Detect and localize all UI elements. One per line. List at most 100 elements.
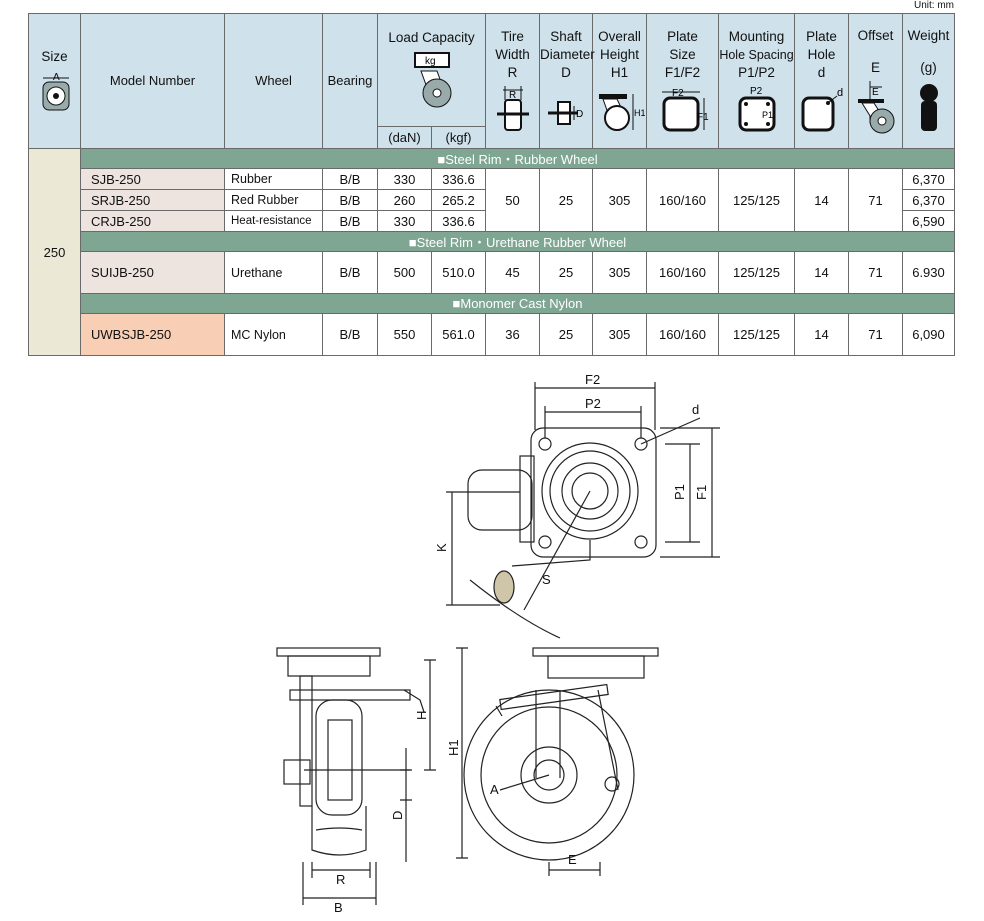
plate-size-l1: Plate bbox=[667, 29, 698, 44]
spacing-cell: 125/125 bbox=[718, 313, 795, 356]
label-r: R bbox=[336, 872, 345, 887]
section-title-steel-urethane: ■Steel Rim・Urethane Rubber Wheel bbox=[80, 231, 955, 252]
label-h: H bbox=[414, 711, 429, 720]
model-number-header: Model Number bbox=[80, 13, 225, 149]
label-h1: H1 bbox=[446, 739, 461, 756]
plate-size-l3: F1/F2 bbox=[664, 65, 701, 80]
plate-size-l2: Size bbox=[669, 47, 696, 62]
label-p2: P2 bbox=[585, 396, 601, 411]
load-capacity-header: Load Capacity kg bbox=[377, 13, 486, 127]
dan-cell: 500 bbox=[377, 251, 432, 294]
plate-hole-icon: d bbox=[801, 87, 843, 132]
kgf-cell: 336.6 bbox=[431, 210, 486, 232]
weight-cell: 6,090 bbox=[902, 313, 955, 356]
plate-size-header: Plate Size F1/F2 F2 F1 bbox=[646, 13, 719, 149]
size-value: 250 bbox=[28, 148, 81, 356]
weight-cell: 6,590 bbox=[902, 210, 955, 232]
model-cell: CRJB-250 bbox=[80, 210, 225, 232]
label-f1: F1 bbox=[694, 485, 709, 500]
hole-cell: 14 bbox=[794, 251, 849, 294]
weight-cell: 6.930 bbox=[902, 251, 955, 294]
offset-cell: 71 bbox=[848, 313, 903, 356]
offset-e-letter: E bbox=[872, 87, 879, 98]
bearing-cell: B/B bbox=[322, 251, 378, 294]
overall-height-icon: H1 bbox=[598, 94, 645, 131]
model-cell: UWBSJB-250 bbox=[80, 313, 225, 356]
dan-cell: 550 bbox=[377, 313, 432, 356]
offset-cell: 71 bbox=[848, 168, 903, 232]
mounting-l1: Mounting bbox=[728, 29, 785, 44]
shaft-cell: 25 bbox=[539, 313, 593, 356]
size-header: Size A bbox=[28, 13, 81, 149]
section-title-mc-nylon: ■Monomer Cast Nylon bbox=[80, 293, 955, 314]
kgf-cell: 265.2 bbox=[431, 189, 486, 211]
weight-cell: 6,370 bbox=[902, 189, 955, 211]
load-icon-letter: kg bbox=[425, 56, 436, 67]
shaft-cell: 25 bbox=[539, 168, 593, 232]
height-icon-letter: H1 bbox=[634, 108, 645, 118]
size-icon-letter: A bbox=[53, 72, 60, 83]
offset-icon: E bbox=[857, 81, 894, 134]
plate-f1-letter: F1 bbox=[697, 112, 709, 123]
kgf-cell: 336.6 bbox=[431, 168, 486, 190]
caster-technical-drawings: F2 P2 d P1 F1 K S H H1 D R B A E bbox=[276, 372, 720, 915]
tire-cell: 36 bbox=[485, 313, 540, 356]
kgf-cell: 510.0 bbox=[431, 251, 486, 294]
label-e: E bbox=[568, 852, 577, 867]
label-p1: P1 bbox=[672, 484, 687, 500]
hole-p2-letter: P2 bbox=[750, 86, 763, 97]
tire-width-l3: R bbox=[507, 65, 518, 80]
shaft-diameter-l1: Shaft bbox=[550, 29, 582, 44]
wheel-cell: Red Rubber bbox=[224, 189, 323, 211]
table-row: SUIJB-250 Urethane B/B 500 510.0 45 25 3… bbox=[29, 251, 955, 294]
top-view-drawing bbox=[446, 382, 720, 639]
mounting-l2: Hole Spacing bbox=[719, 48, 794, 62]
offset-l1: Offset bbox=[857, 28, 894, 43]
weight-cell: 6,370 bbox=[902, 168, 955, 190]
plate-hole-l2: Hole bbox=[807, 47, 836, 62]
offset-cell: 71 bbox=[848, 251, 903, 294]
hole-d-letter: d bbox=[837, 87, 843, 99]
bearing-header: Bearing bbox=[322, 13, 378, 149]
tire-icon-letter: R bbox=[509, 90, 516, 101]
table-row: CRJB-250 Heat-resistance B/B 330 336.6 6… bbox=[29, 210, 955, 232]
table-row: SRJB-250 Red Rubber B/B 260 265.2 6,370 bbox=[29, 189, 955, 211]
mounting-l3: P1/P2 bbox=[738, 65, 775, 80]
tire-cell: 45 bbox=[485, 251, 540, 294]
dan-cell: 330 bbox=[377, 210, 432, 232]
kgf-header: (kgf) bbox=[431, 126, 486, 149]
label-b: B bbox=[334, 900, 343, 915]
wheel-header: Wheel bbox=[224, 13, 323, 149]
kgf-cell: 561.0 bbox=[431, 313, 486, 356]
weight-icon bbox=[919, 84, 938, 131]
plate-hole-l1: Plate bbox=[806, 29, 837, 44]
offset-header: Offset E E bbox=[848, 13, 903, 149]
plate-hole-l3: d bbox=[817, 65, 826, 80]
label-d: d bbox=[692, 402, 699, 417]
model-cell: SRJB-250 bbox=[80, 189, 225, 211]
plate-hole-header: Plate Hole d d bbox=[794, 13, 849, 149]
label-a: A bbox=[490, 782, 499, 797]
tire-width-header: Tire Width R R bbox=[485, 13, 540, 149]
spec-table: Size A Model Number Wheel Bearing Load C… bbox=[28, 13, 955, 356]
plate-cell: 160/160 bbox=[646, 251, 719, 294]
bearing-cell: B/B bbox=[322, 168, 378, 190]
overall-height-l3: H1 bbox=[610, 65, 629, 80]
weight-l2: (g) bbox=[920, 60, 937, 75]
height-cell: 305 bbox=[592, 168, 647, 232]
table-row: SJB-250 Rubber B/B 330 336.6 50 25 305 1… bbox=[29, 168, 955, 232]
dan-header: (daN) bbox=[377, 126, 432, 149]
spacing-cell: 125/125 bbox=[718, 168, 795, 232]
shaft-cell: 25 bbox=[539, 251, 593, 294]
plate-size-icon: F2 F1 bbox=[661, 88, 709, 132]
bearing-cell: B/B bbox=[322, 189, 378, 211]
plate-cell: 160/160 bbox=[646, 168, 719, 232]
model-cell: SJB-250 bbox=[80, 168, 225, 190]
weight-header: Weight (g) bbox=[902, 13, 955, 149]
overall-height-header: Overall Height H1 H1 bbox=[592, 13, 647, 149]
side-view-drawing bbox=[276, 647, 468, 905]
spacing-cell: 125/125 bbox=[718, 251, 795, 294]
overall-height-l2: Height bbox=[599, 47, 640, 62]
hole-cell: 14 bbox=[794, 313, 849, 356]
shaft-icon-letter: D bbox=[576, 109, 583, 120]
